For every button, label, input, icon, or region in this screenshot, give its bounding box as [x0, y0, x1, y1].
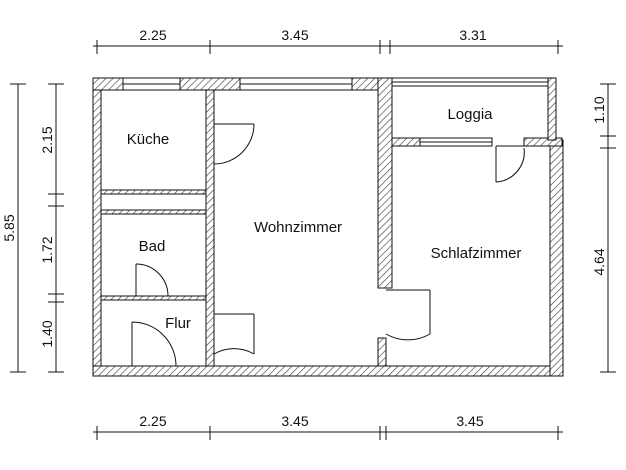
room-label-wohnzimmer: Wohnzimmer: [254, 219, 342, 236]
dim-bottom-2: 3.45: [281, 413, 308, 429]
wall-loggia-right: [547, 77, 557, 141]
wall-loggia-bottom: [391, 137, 421, 147]
dim-top-3: 3.31: [459, 27, 486, 43]
wall-kitchen-bottom: [100, 189, 207, 195]
dim-top-2: 3.45: [281, 27, 308, 43]
outer-wall-left: [92, 77, 102, 377]
doors: [131, 123, 525, 367]
dimension-lines: [10, 40, 616, 440]
wall-partition-left: [205, 89, 215, 367]
walls: [92, 77, 564, 377]
dim-right-1: 1.10: [591, 96, 607, 123]
room-label-loggia: Loggia: [447, 106, 493, 123]
dim-left-total: 5.85: [1, 214, 17, 241]
wall-loggia-bottom-right: [523, 137, 563, 147]
room-label-kueche: Küche: [127, 131, 170, 148]
outer-wall-bottom: [92, 365, 564, 377]
room-label-schlafzimmer: Schlafzimmer: [431, 245, 522, 262]
outer-wall-top-mid: [179, 77, 241, 91]
dim-left-3: 1.40: [39, 320, 55, 347]
dim-right-2: 4.64: [591, 248, 607, 275]
dim-left-2: 1.72: [39, 236, 55, 263]
dimension-labels: 2.25 3.45 3.31 2.25 3.45 3.45 5.85 2.15 …: [1, 27, 607, 429]
outer-wall-top-left: [92, 77, 124, 91]
room-labels: Küche Bad Flur Wohnzimmer Schlafzimmer L…: [127, 106, 522, 332]
dim-left-1: 2.15: [39, 126, 55, 153]
dim-top-1: 2.25: [139, 27, 166, 43]
dim-bottom-3: 3.45: [456, 413, 483, 429]
room-label-bad: Bad: [139, 238, 166, 255]
windows: [122, 77, 549, 147]
dim-bottom-1: 2.25: [139, 413, 166, 429]
outer-wall-right: [549, 139, 564, 377]
wall-partition-right: [377, 77, 393, 289]
wall-bad-top: [100, 209, 207, 215]
wall-partition-right-lower: [377, 337, 387, 367]
wall-bad-bottom: [100, 295, 207, 301]
room-label-flur: Flur: [165, 315, 191, 332]
